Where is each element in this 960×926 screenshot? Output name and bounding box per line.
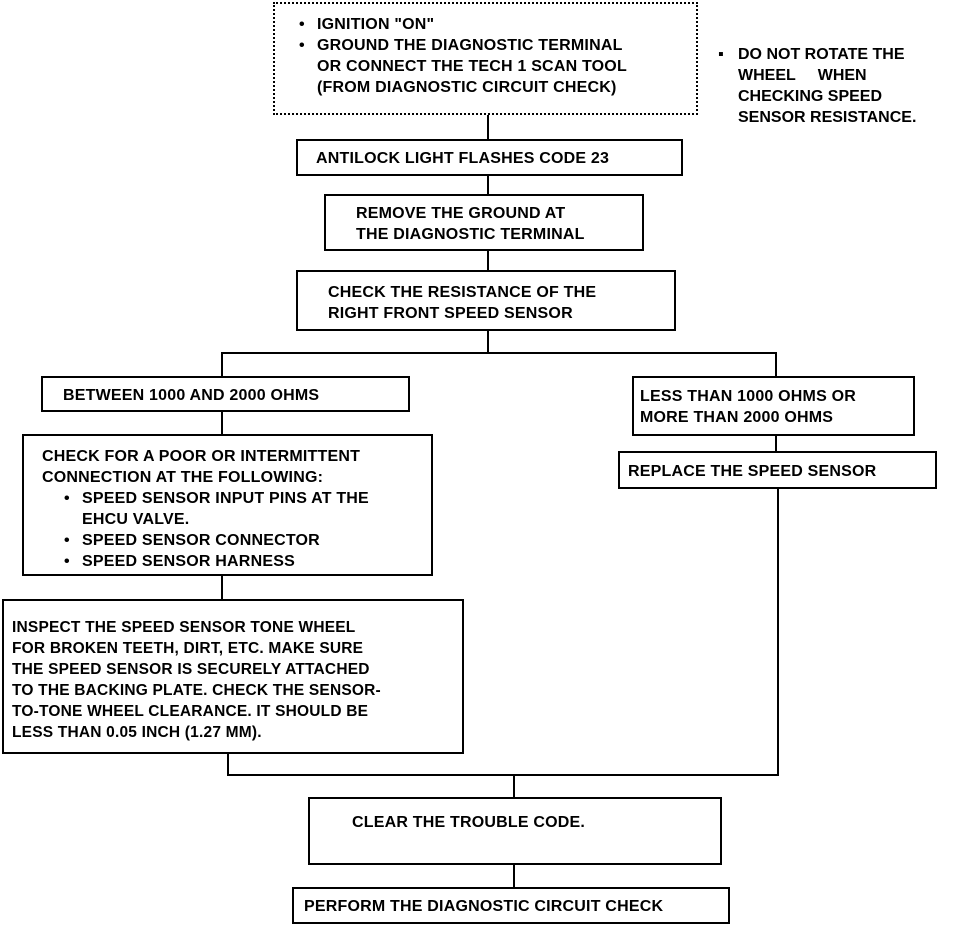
connector-line (487, 330, 489, 353)
out-of-range-box: LESS THAN 1000 OHMS OR MORE THAN 2000 OH… (632, 376, 915, 436)
check-intro: CHECK FOR A POOR OR INTERMITTENT CONNECT… (42, 448, 361, 486)
connector-line (487, 250, 489, 272)
connector-line (775, 352, 777, 377)
list-item: SPEED SENSOR INPUT PINS AT THE EHCU VALV… (62, 488, 431, 530)
note-item: DO NOT ROTATE THE WHEEL WHEN CHECKING SP… (716, 44, 956, 128)
merge-line (227, 774, 779, 776)
start-conditions-list: IGNITION "ON" GROUND THE DIAGNOSTIC TERM… (297, 14, 686, 98)
between-ohms-box: BETWEEN 1000 AND 2000 OHMS (41, 376, 410, 412)
connector-line (221, 575, 223, 600)
connector-line (227, 753, 229, 776)
perform-check-box: PERFORM THE DIAGNOSTIC CIRCUIT CHECK (292, 887, 730, 924)
connector-line (487, 114, 489, 141)
connector-line (221, 411, 223, 435)
connector-line (221, 352, 223, 377)
list-item: GROUND THE DIAGNOSTIC TERMINAL OR CONNEC… (297, 35, 686, 98)
check-items-list: SPEED SENSOR INPUT PINS AT THE EHCU VALV… (42, 488, 431, 572)
start-conditions-box: IGNITION "ON" GROUND THE DIAGNOSTIC TERM… (273, 2, 698, 115)
remove-ground-box: REMOVE THE GROUND AT THE DIAGNOSTIC TERM… (324, 194, 644, 251)
connector-line (513, 863, 515, 888)
code-23-box: ANTILOCK LIGHT FLASHES CODE 23 (296, 139, 683, 176)
list-item: IGNITION "ON" (297, 14, 686, 35)
connector-line (775, 435, 777, 452)
list-item: SPEED SENSOR CONNECTOR (62, 530, 431, 551)
list-item: SPEED SENSOR HARNESS (62, 551, 431, 572)
side-note: DO NOT ROTATE THE WHEEL WHEN CHECKING SP… (716, 44, 956, 128)
branch-line (221, 352, 777, 354)
connector-line (513, 774, 515, 798)
replace-sensor-box: REPLACE THE SPEED SENSOR (618, 451, 937, 489)
inspect-tone-wheel-box: INSPECT THE SPEED SENSOR TONE WHEEL FOR … (2, 599, 464, 754)
connector-line (487, 174, 489, 196)
clear-code-box: CLEAR THE TROUBLE CODE. (308, 797, 722, 865)
intermittent-connection-box: CHECK FOR A POOR OR INTERMITTENT CONNECT… (22, 434, 433, 576)
connector-line (777, 488, 779, 776)
check-resistance-box: CHECK THE RESISTANCE OF THE RIGHT FRONT … (296, 270, 676, 331)
